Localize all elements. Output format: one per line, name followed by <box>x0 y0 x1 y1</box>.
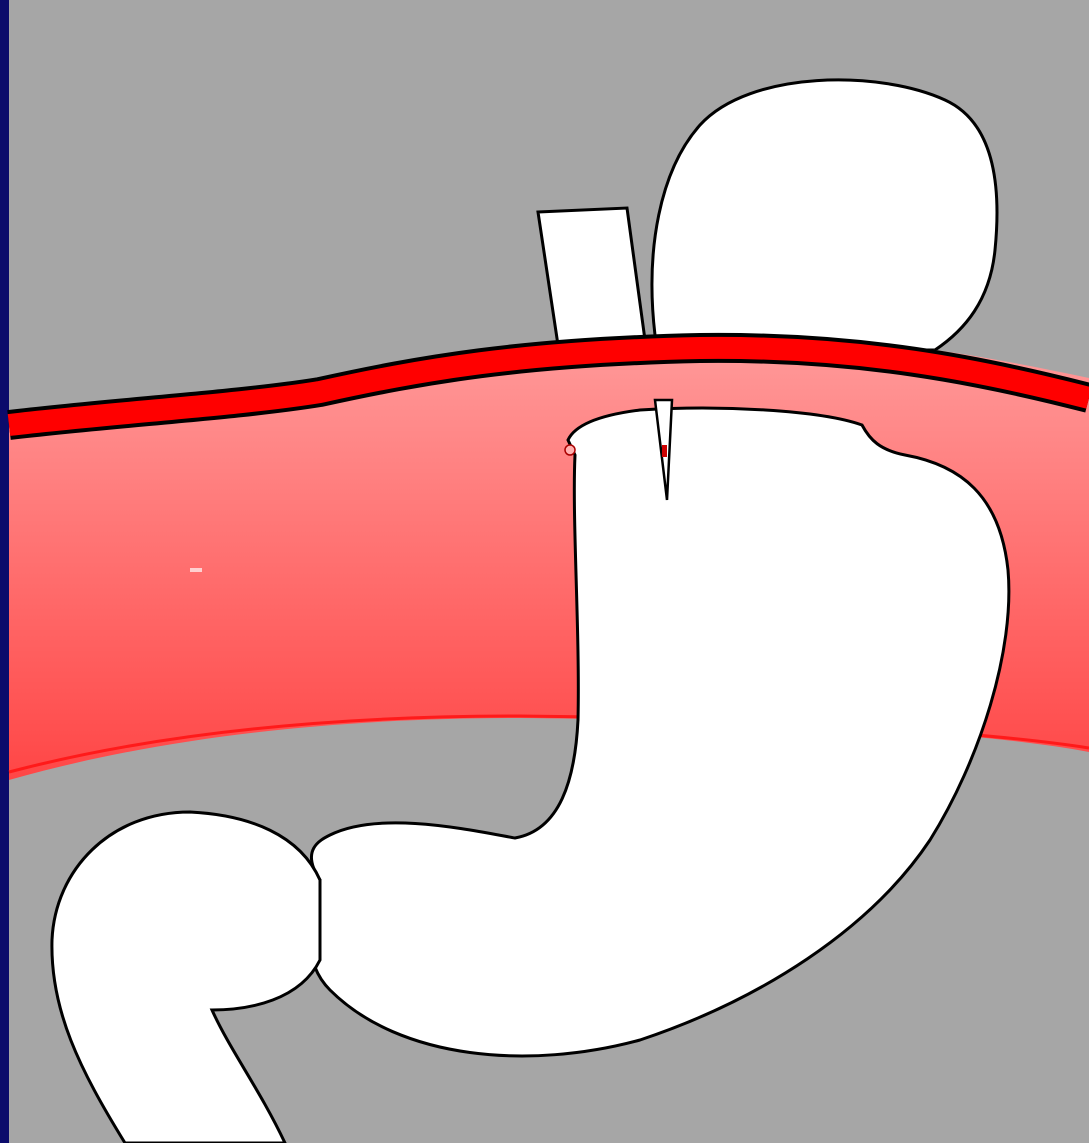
needle-tip <box>662 445 667 457</box>
stomach-notch <box>565 445 575 455</box>
upper-pouch <box>652 80 997 350</box>
lower-loop <box>52 812 320 1143</box>
band-mark <box>190 568 202 572</box>
esophagus-tube <box>538 208 645 345</box>
